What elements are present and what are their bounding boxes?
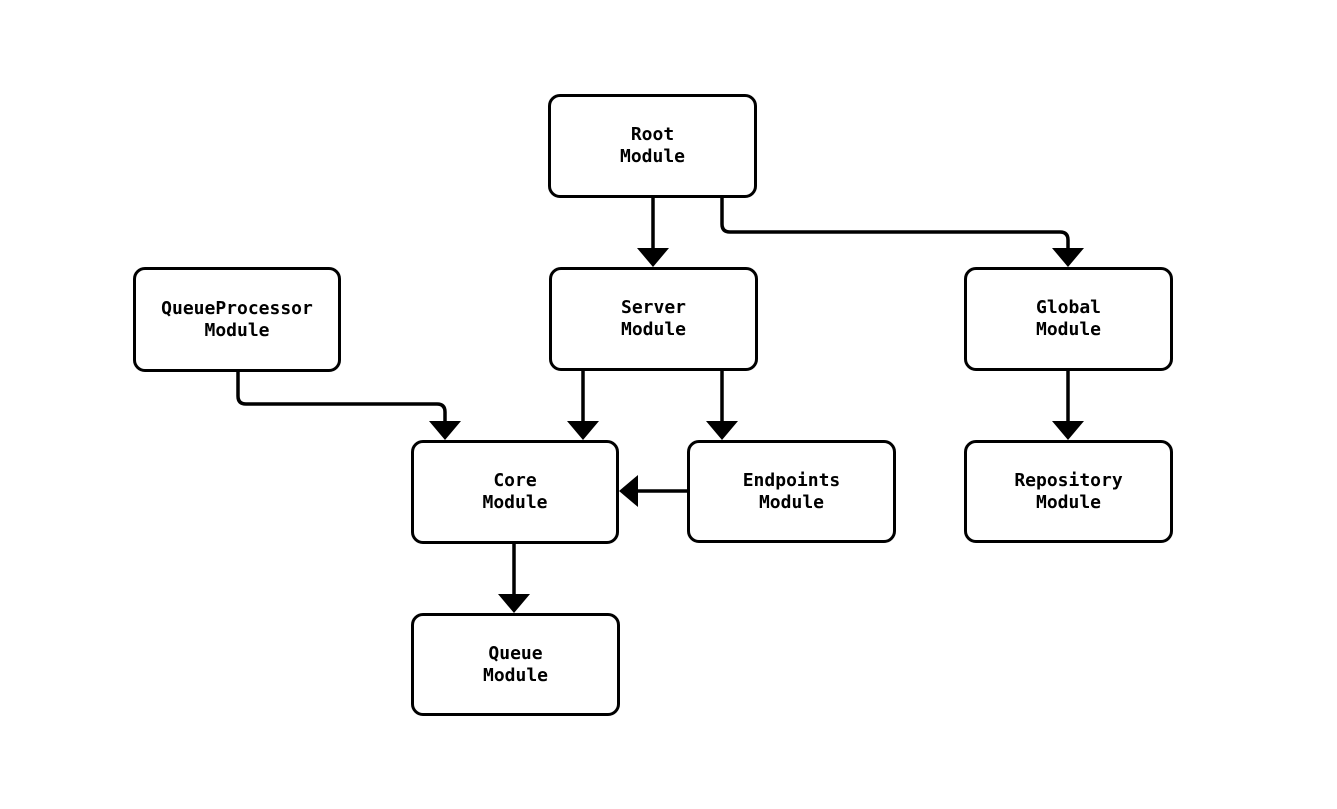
arrowhead-icon [567,421,599,440]
edge-line [720,198,1070,250]
arrowhead-icon [1052,421,1084,440]
node-label: Global Module [1035,297,1102,340]
arrowhead-icon [498,594,530,613]
node-label: Root Module [619,124,686,167]
node-label: Queue Module [482,642,549,686]
node-root-module: Root Module [548,94,757,198]
edge-server-module-to-core-module [567,371,599,440]
arrowhead-icon [706,421,738,440]
node-label: Repository Module [1014,469,1123,513]
node-server-module: Server Module [549,267,758,371]
node-queue-module: Queue Module [411,613,620,716]
edge-endpoints-module-to-core-module [619,475,687,507]
arrowhead-icon [429,421,461,440]
arrowhead-icon [1052,248,1084,267]
node-queueprocessor-module: QueueProcessor Module [133,267,341,372]
node-label: Server Module [620,297,687,340]
edge-root-module-to-server-module [637,198,669,267]
edge-root-module-to-global-module [720,198,1084,267]
node-global-module: Global Module [964,267,1173,371]
node-repository-module: Repository Module [964,440,1173,543]
edge-core-module-to-queue-module [498,544,530,613]
edge-line [236,372,447,423]
node-label: Endpoints Module [742,469,841,513]
node-endpoints-module: Endpoints Module [687,440,896,543]
arrowhead-icon [619,475,638,507]
edge-queueprocessor-module-to-core-module [236,372,461,440]
arrowhead-icon [637,248,669,267]
node-core-module: Core Module [411,440,619,544]
edge-global-module-to-repository-module [1052,371,1084,440]
node-label: QueueProcessor Module [161,297,313,341]
edge-server-module-to-endpoints-module [706,371,738,440]
node-label: Core Module [482,470,548,513]
